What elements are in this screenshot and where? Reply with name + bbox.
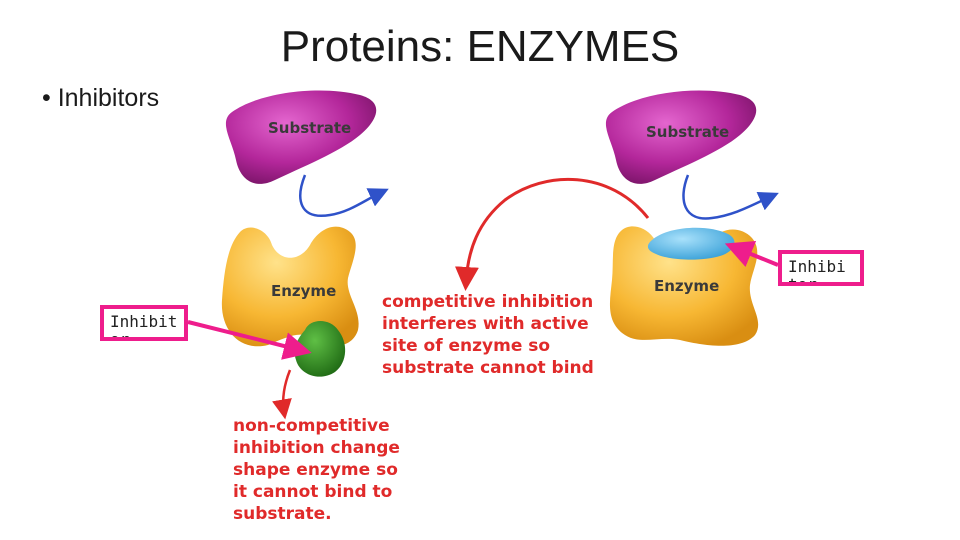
noncompetitive-note-line: inhibition change <box>233 438 400 458</box>
right-substrate-label: Substrate <box>646 123 729 141</box>
competitive-note-line: interferes with active <box>382 314 589 334</box>
competitive-note: competitive inhibition interferes with a… <box>382 292 599 378</box>
noncompetitive-note-line: it cannot bind to <box>233 482 392 502</box>
noncompetitive-note-line: substrate. <box>233 504 332 524</box>
competitive-note-line: substrate cannot bind <box>382 358 594 378</box>
left-enzyme-label: Enzyme <box>271 282 336 300</box>
bullet-inhibitors: • Inhibitors <box>42 84 160 112</box>
left-blue-arrow <box>299 174 389 218</box>
slide-title: Proteins: ENZYMES <box>280 22 680 71</box>
left-substrate-label: Substrate <box>268 119 351 137</box>
right-enzyme-label: Enzyme <box>654 277 719 295</box>
right-substrate-shape <box>605 90 757 184</box>
competitive-red-arrow <box>454 177 650 291</box>
noncompetitive-note-line: non-competitive <box>233 416 390 436</box>
left-substrate-shape <box>225 90 377 184</box>
right-inhibitor-callout: Inhibitor <box>778 250 864 286</box>
right-blue-arrow <box>682 174 779 220</box>
competitive-note-line: competitive inhibition <box>382 292 593 312</box>
right-inhibitor-pointer <box>724 241 779 267</box>
left-inhibitor-callout: Inhibitor <box>100 305 188 341</box>
left-enzyme-shape <box>221 226 359 347</box>
competitive-inhibitor-shape <box>647 227 735 260</box>
competitive-note-line: site of enzyme so <box>382 336 550 356</box>
noncompetitive-red-arrow <box>272 369 292 420</box>
noncompetitive-note-line: shape enzyme so <box>233 460 398 480</box>
left-inhibitor-pointer <box>187 320 312 360</box>
noncompetitive-note: non-competitive inhibition change shape … <box>233 416 406 524</box>
right-enzyme-shape <box>609 226 759 346</box>
